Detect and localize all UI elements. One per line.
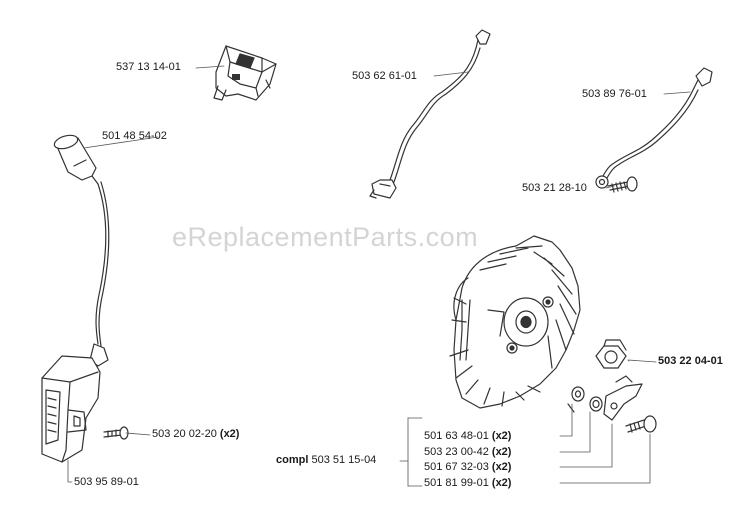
leader-lines [67, 65, 691, 487]
callout-ignition-module: 503 95 89-01 [74, 476, 139, 488]
callout-lead-screw: 503 21 28-10 [522, 182, 587, 194]
kit-part-1-number: 501 63 48-01 [424, 430, 489, 442]
kit-part-3-number: 501 67 32-03 [424, 461, 489, 473]
lead-middle-part [369, 29, 491, 199]
kit-part-3-qty: (x2) [491, 461, 512, 473]
kit-small-parts [567, 375, 657, 433]
nut-part [595, 339, 627, 369]
coil-screw-qty: (x2) [219, 428, 240, 440]
callout-connector: 537 13 14-01 [116, 61, 181, 73]
kit-part-1-qty: (x2) [491, 430, 512, 442]
coil-screw-number: 503 20 02-20 [152, 428, 217, 440]
callout-lead-middle: 503 62 61-01 [352, 70, 417, 82]
callout-nut: 503 22 04-01 [658, 355, 723, 368]
plug-cap-part [53, 134, 110, 347]
callout-flywheel-kit: compl 503 51 15-04 [276, 454, 376, 467]
callout-kit-part-2: 503 23 00-42 (x2) [424, 446, 511, 459]
nut-number: 503 22 04-01 [658, 355, 723, 367]
callout-plug-cap: 501 48 54-02 [102, 130, 167, 142]
kit-part-2-qty: (x2) [491, 446, 512, 458]
flywheel-kit-number: 503 51 15-04 [311, 454, 377, 466]
lead-right-part [595, 67, 713, 193]
callout-coil-screw: 503 20 02-20 (x2) [152, 428, 239, 441]
callout-kit-part-1: 501 63 48-01 (x2) [424, 430, 511, 443]
callout-lead-right: 503 89 76-01 [582, 88, 647, 100]
flywheel-part [449, 235, 581, 409]
ignition-module-part [41, 343, 129, 463]
kit-part-4-number: 501 81 99-01 [424, 477, 489, 489]
watermark: eReplacementParts.com [172, 222, 479, 252]
kit-part-4-qty: (x2) [491, 477, 512, 489]
callout-kit-part-4: 501 81 99-01 (x2) [424, 477, 511, 490]
callout-kit-part-3: 501 67 32-03 (x2) [424, 461, 511, 474]
flywheel-kit-prefix: compl [276, 454, 309, 466]
connector-part [213, 45, 277, 101]
kit-part-2-number: 503 23 00-42 [424, 446, 489, 458]
